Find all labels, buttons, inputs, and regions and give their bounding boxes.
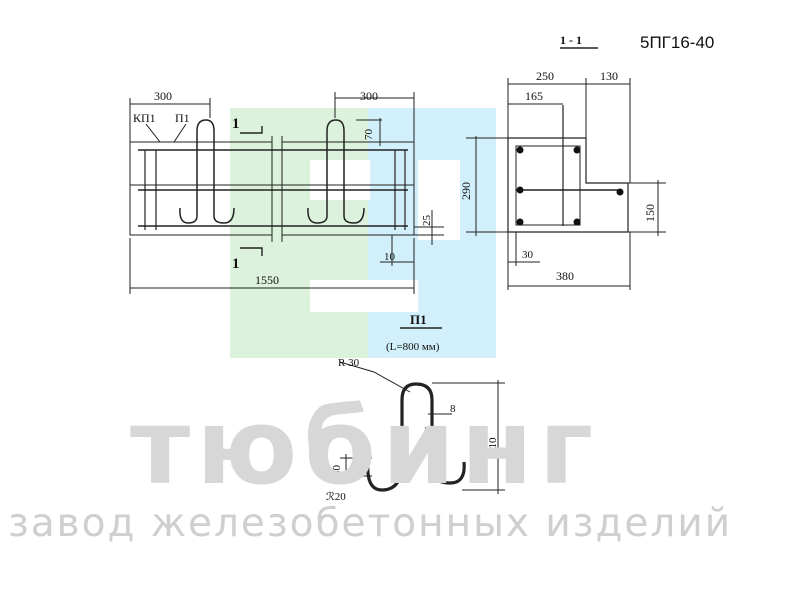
- document-code: 5ПГ16-40: [640, 33, 715, 52]
- loop-diameter: 8: [450, 403, 456, 415]
- section-cut-top: 1: [232, 116, 240, 132]
- loop-detail-subtitle: (L=800 мм): [386, 341, 440, 353]
- loop-height: 310: [487, 437, 499, 454]
- dim-loop-height: 70: [363, 129, 375, 141]
- dim-right-side-2: 10: [384, 251, 396, 263]
- dim-right-side-1: 25: [421, 215, 433, 227]
- dim-section-right-height: 150: [643, 204, 657, 222]
- loop-bottom-radius: ℛ20: [326, 491, 346, 503]
- dim-left-top: 300: [154, 89, 172, 103]
- section-label: 1 - 1: [560, 33, 582, 47]
- dim-section-height: 290: [459, 182, 473, 200]
- dim-section-bottom-left: 30: [522, 249, 534, 261]
- dim-total-length: 1550: [255, 273, 279, 287]
- loop-radius: R 30: [338, 357, 360, 369]
- section-view: [466, 47, 666, 290]
- frame-label: КП1: [133, 111, 156, 125]
- section-cut-bottom: 1: [232, 256, 240, 272]
- plan-view: [129, 92, 444, 294]
- watermark-brand: тюбинг: [130, 386, 600, 508]
- dim-section-inner: 165: [525, 89, 543, 103]
- loop-detail-title: П1: [410, 312, 427, 327]
- loop-mark-label: П1: [175, 111, 190, 125]
- watermark-logo-blocks: [230, 108, 496, 358]
- watermark-tagline: завод железобетонных изделий: [8, 501, 733, 546]
- dim-section-top-right: 130: [600, 69, 618, 83]
- loop-detail: [339, 327, 505, 494]
- dim-section-bottom-width: 380: [556, 269, 574, 283]
- loop-hook-height: 30: [331, 465, 343, 477]
- dim-section-top-width: 250: [536, 69, 554, 83]
- section-rebar-dots: [516, 146, 624, 226]
- dim-right-top: 300: [360, 89, 378, 103]
